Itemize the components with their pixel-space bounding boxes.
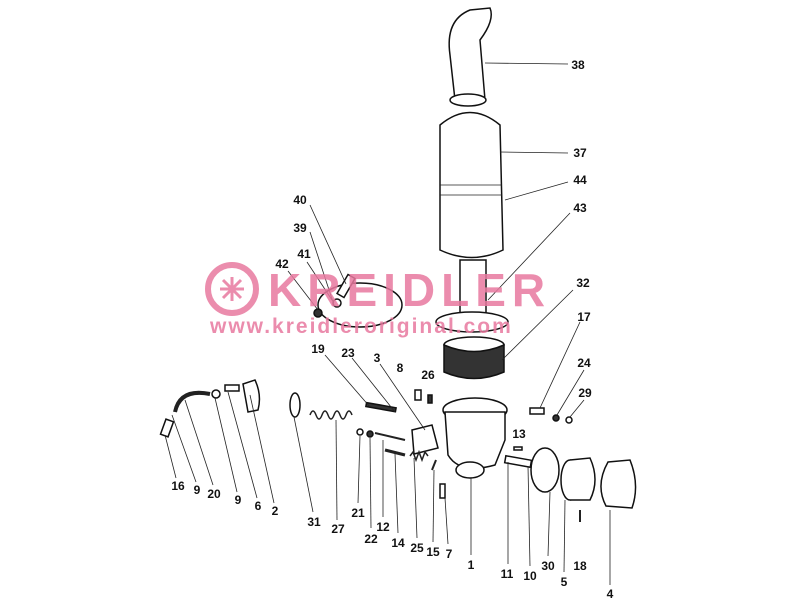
callout-26: 26 bbox=[421, 368, 435, 382]
cover-2 bbox=[242, 379, 261, 413]
callout-12: 12 bbox=[376, 520, 390, 534]
callout-8: 8 bbox=[397, 361, 404, 375]
callout-25: 25 bbox=[410, 541, 424, 555]
callout-2: 2 bbox=[272, 504, 279, 518]
clamp-ring-39 bbox=[313, 273, 403, 328]
callout-38: 38 bbox=[571, 58, 585, 72]
callout-22: 22 bbox=[364, 532, 378, 546]
kreidler-watermark: KREIDLER www.kreidleroriginal.com bbox=[205, 262, 551, 338]
callout-37: 37 bbox=[573, 146, 587, 160]
idle-screw-14-25 bbox=[384, 448, 429, 463]
callout-1: 1 bbox=[468, 558, 475, 572]
callout-19: 19 bbox=[311, 342, 325, 356]
callout-18: 18 bbox=[573, 559, 587, 573]
intake-elbow-38 bbox=[448, 7, 492, 107]
callout-labels: 38 37 44 43 40 39 41 42 32 17 19 23 3 8 … bbox=[171, 58, 613, 600]
callout-13: 13 bbox=[512, 427, 526, 441]
callout-42: 42 bbox=[275, 257, 289, 271]
watermark-url: www.kreidleroriginal.com bbox=[209, 315, 513, 338]
callout-14: 14 bbox=[391, 536, 405, 550]
air-filter-housing-37 bbox=[439, 111, 504, 259]
filter-screen-32 bbox=[443, 336, 505, 380]
callout-41: 41 bbox=[297, 247, 311, 261]
callout-32: 32 bbox=[576, 276, 590, 290]
fuel-line-20 bbox=[159, 384, 240, 438]
callout-6: 6 bbox=[255, 499, 262, 513]
spring-27 bbox=[309, 410, 353, 420]
callout-29: 29 bbox=[578, 386, 592, 400]
intake-tube-43 bbox=[435, 259, 509, 333]
callout-16: 16 bbox=[171, 479, 185, 493]
kreidler-logo-icon bbox=[205, 262, 259, 316]
callout-7: 7 bbox=[446, 547, 453, 561]
leader-lines bbox=[164, 62, 611, 585]
callout-10: 10 bbox=[523, 569, 537, 583]
callout-24: 24 bbox=[577, 356, 591, 370]
watermark-brand: KREIDLER bbox=[268, 264, 551, 316]
callout-31: 31 bbox=[307, 515, 321, 529]
gasket-30 bbox=[530, 447, 560, 493]
gasket-31 bbox=[289, 392, 301, 418]
carburetor-body-1 bbox=[442, 397, 508, 479]
piston-slide-3 bbox=[364, 401, 439, 455]
float-5 bbox=[560, 457, 596, 501]
callout-4: 4 bbox=[607, 587, 614, 600]
callout-11: 11 bbox=[501, 567, 514, 581]
callout-17: 17 bbox=[577, 310, 591, 324]
small-parts bbox=[414, 389, 581, 522]
callout-39: 39 bbox=[293, 221, 307, 235]
callout-5: 5 bbox=[561, 575, 568, 589]
callout-21: 21 bbox=[351, 506, 365, 520]
jet-parts-10-11 bbox=[503, 454, 533, 469]
callout-27: 27 bbox=[331, 522, 345, 536]
needle-12 bbox=[356, 428, 406, 441]
callout-40: 40 bbox=[293, 193, 307, 207]
callout-3: 3 bbox=[374, 351, 381, 365]
callout-20: 20 bbox=[207, 487, 221, 501]
float-bowl-4 bbox=[600, 459, 637, 509]
callout-30: 30 bbox=[541, 559, 555, 573]
callout-44: 44 bbox=[573, 173, 587, 187]
callout-43: 43 bbox=[573, 201, 587, 215]
callout-23: 23 bbox=[341, 346, 355, 360]
callout-9: 9 bbox=[235, 493, 242, 507]
callout-15: 15 bbox=[426, 545, 440, 559]
callout-9: 9 bbox=[194, 483, 201, 497]
